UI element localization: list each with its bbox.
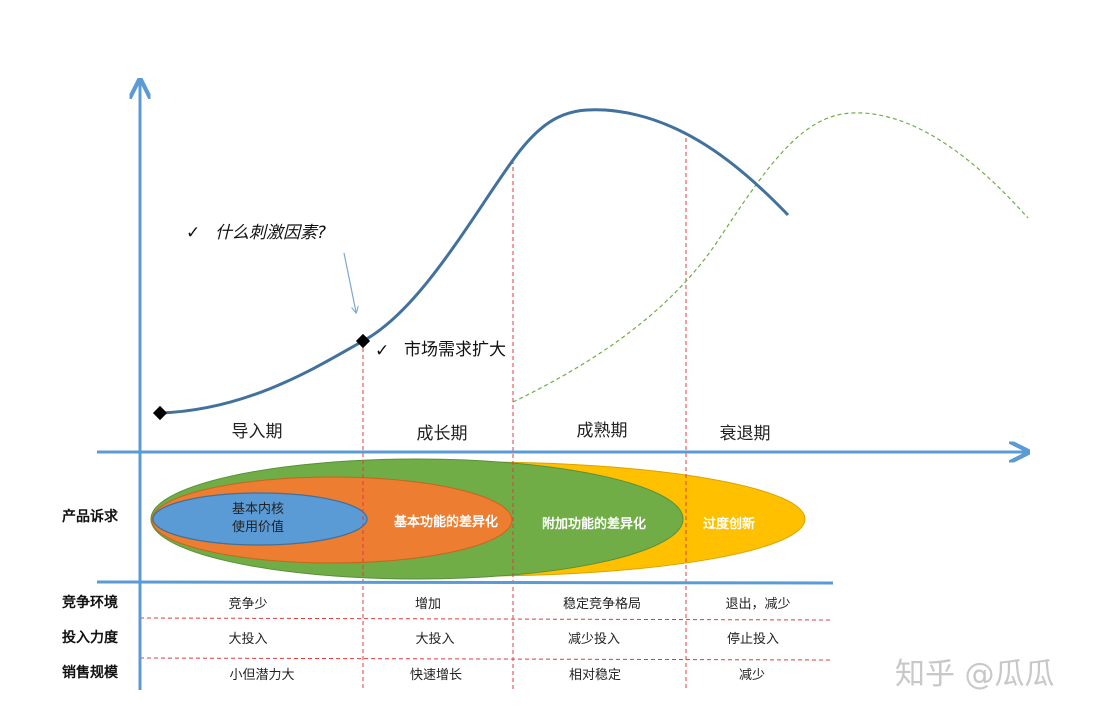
row-label: 竞争环境 <box>62 594 118 611</box>
row-divider <box>139 617 834 621</box>
inflection-marker <box>355 333 371 349</box>
stage-introduction: 导入期 <box>232 422 283 442</box>
market-note: 市场需求扩大 <box>404 340 506 360</box>
cell: 减少投入 <box>568 631 620 647</box>
cell: 竞争少 <box>228 596 267 612</box>
question-note: 什么刺激因素? <box>215 223 326 243</box>
start-marker <box>152 405 168 421</box>
cell: 大投入 <box>228 631 267 647</box>
watermark: 知乎 @瓜瓜 <box>895 657 1055 692</box>
row-label: 销售规模 <box>62 664 119 681</box>
extra-diff-label: 附加功能的差异化 <box>542 516 646 532</box>
basic-diff-label: 基本功能的差异化 <box>393 514 498 530</box>
cell: 稳定竞争格局 <box>563 596 641 612</box>
over-innovation-label: 过度创新 <box>703 516 755 532</box>
stage-decline: 衰退期 <box>720 424 771 444</box>
row-label-product-appeal: 产品诉求 <box>62 508 119 525</box>
check-icon: ✓ <box>186 223 200 243</box>
cell: 减少 <box>739 668 765 683</box>
cell: 增加 <box>415 597 441 612</box>
cell: 小但潜力大 <box>229 668 294 683</box>
table-row: 竞争环境 竞争少 增加 稳定竞争格局 退出，减少 <box>62 594 791 612</box>
core-line2: 使用价值 <box>232 519 284 535</box>
check-icon: ✓ <box>375 341 389 361</box>
cell: 退出，减少 <box>725 597 790 612</box>
table-row: 投入力度 大投入 大投入 减少投入 停止投入 <box>62 629 779 647</box>
table-row: 销售规模 小但潜力大 快速增长 相对稳定 减少 <box>62 664 765 683</box>
cell: 停止投入 <box>727 631 779 647</box>
row-label: 投入力度 <box>62 629 119 646</box>
next-lifecycle-curve <box>512 112 1029 403</box>
ellipse-core <box>152 492 368 546</box>
cell: 大投入 <box>415 631 454 647</box>
cell: 相对稳定 <box>569 667 621 683</box>
row-divider <box>139 657 834 661</box>
pointer-arrow <box>343 252 356 312</box>
section-divider <box>96 580 834 585</box>
cell: 快速增长 <box>410 668 462 683</box>
lifecycle-curve <box>159 108 790 415</box>
core-line1: 基本内核 <box>232 501 284 517</box>
stage-growth: 成长期 <box>417 424 468 444</box>
stage-maturity: 成熟期 <box>577 420 628 441</box>
